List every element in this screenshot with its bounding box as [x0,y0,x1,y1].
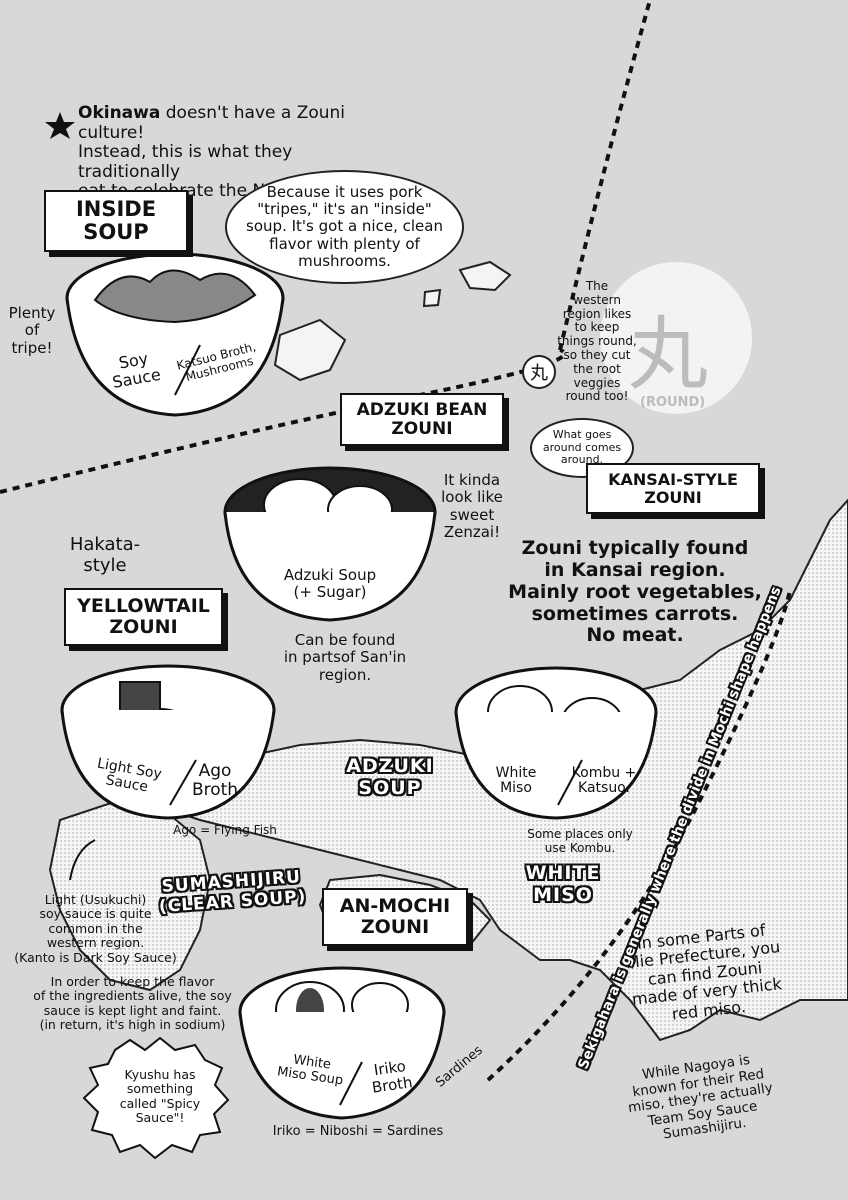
kansai-title: KANSAI-STYLE ZOUNI [586,463,760,515]
inside-soup-bubble: Because it uses pork "tripes," it's an "… [225,170,464,284]
kansai-bowl-left: White Miso [495,765,537,797]
intro-place: Okinawa [78,103,161,123]
white-miso-map-label: WHITE MISO [525,862,601,906]
iriko-note: Iriko = Niboshi = Sardines [272,1124,444,1139]
adzuki-side: It kinda look like sweet Zenzai! [441,471,503,541]
adzuki-map-label: ADZUKI SOUP [346,755,434,799]
intro-line1: doesn't have a Zouni culture! [78,103,346,143]
sekigahara-line [486,589,792,1082]
island-small-1 [422,288,442,308]
round-bubble: What goes around comes around. [530,418,634,478]
kansai-desc: Zouni typically found in Kansai region. … [508,537,762,647]
round-kanji: 丸 [628,308,708,401]
round-circle [600,262,752,414]
keep-flavor-note: In order to keep the flavor of the ingre… [33,974,232,1033]
anmochi-bowl [238,966,446,1120]
yellowtail-pre: Hakata- style [69,534,141,576]
intro-line2: Instead, this is what they traditionally [78,142,293,182]
round-label: (ROUND) [640,395,706,410]
kansai-bowl [454,666,658,820]
round-note: The western region likes to keep things … [557,279,637,404]
island-west [273,318,347,382]
yellowtail-title: YELLOWTAIL ZOUNI [64,588,223,646]
star-icon [45,112,75,139]
adzuki-found: Can be found in partsof San'in region. [283,631,407,684]
inside-soup-bowl [65,252,285,417]
divide-line-top [558,0,652,351]
kansai-bowl-right: Kombu + Katsuo. [571,765,637,797]
ago-note: Ago = Flying Fish [173,823,277,837]
kyushu-spiky-bubble [82,1036,230,1160]
adzuki-bowl-label: Adzuki Soup (+ Sugar) [283,566,377,601]
adzuki-title: ADZUKI BEAN ZOUNI [340,393,504,447]
round-small-kanji: 丸 [522,355,556,389]
plenty-of-tripe: Plenty of tripe! [8,304,56,357]
yellowtail-bowl [60,664,276,820]
kansai-note: Some places only use Kombu. [527,827,633,855]
light-soy-note: Light (Usukuchi) soy sauce is quite comm… [14,892,177,965]
yellowtail-bowl-right: Ago Broth [191,761,239,800]
anmochi-title: AN-MOCHI ZOUNI [322,888,468,946]
inside-soup-title: INSIDE SOUP [44,190,188,253]
island-north [458,260,512,292]
kyushu-note: Kyushu has something called "Spicy Sauce… [119,1067,201,1126]
adzuki-bowl [223,466,437,622]
arrow-icon [69,839,96,881]
